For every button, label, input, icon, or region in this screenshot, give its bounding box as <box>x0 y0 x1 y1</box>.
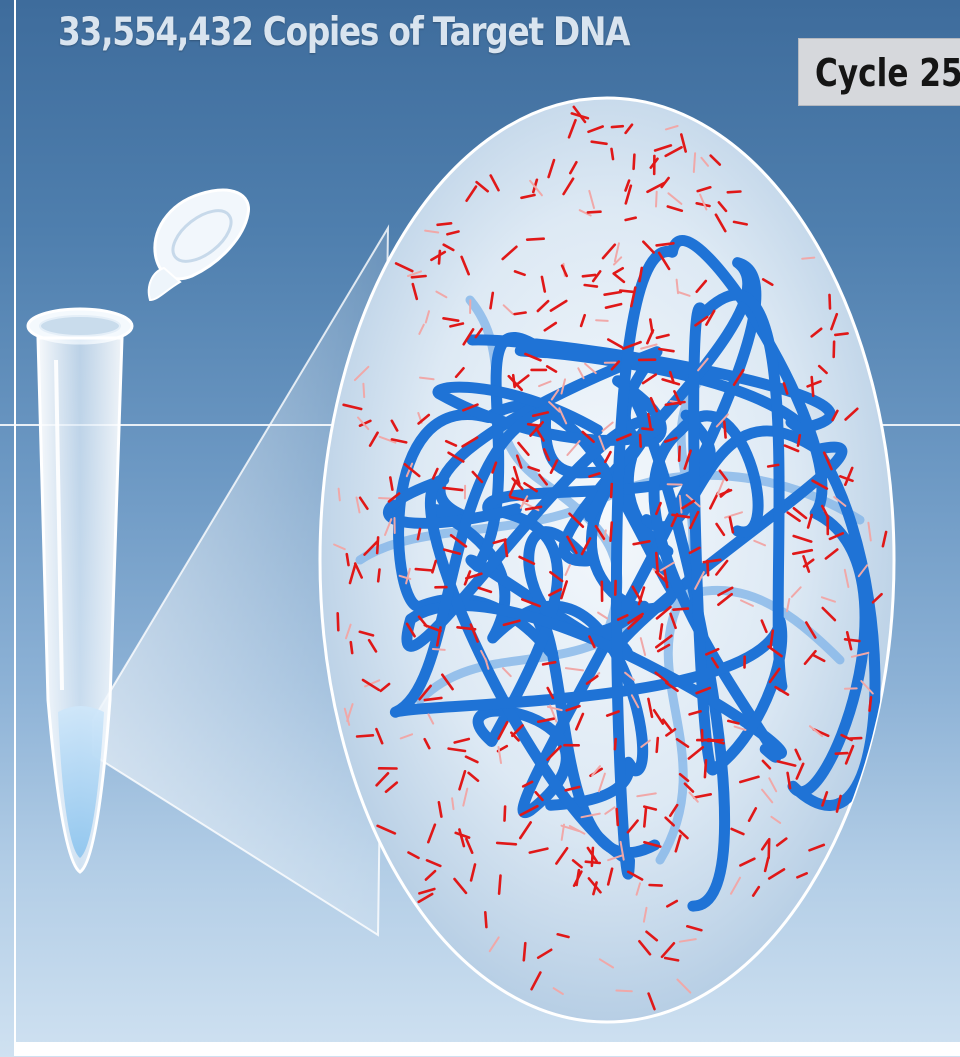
primer-fragment-icon <box>439 251 440 264</box>
primer-fragment-icon <box>836 753 848 754</box>
primer-fragment-icon <box>351 642 352 653</box>
primer-fragment-icon <box>505 807 506 821</box>
primer-fragment-icon <box>499 876 500 894</box>
primer-fragment-icon <box>656 192 657 207</box>
primer-fragment-icon <box>640 435 641 447</box>
primer-fragment-icon <box>596 320 608 321</box>
primer-fragment-icon <box>617 809 618 825</box>
primer-fragment-icon <box>583 275 595 276</box>
primer-fragment-icon <box>588 212 601 213</box>
primer-fragment-icon <box>707 561 708 575</box>
primer-fragment-icon <box>452 798 453 809</box>
primer-fragment-icon <box>616 991 631 992</box>
primer-fragment-icon <box>347 554 349 565</box>
primer-fragment-icon <box>642 429 652 430</box>
primer-fragment-icon <box>812 377 814 396</box>
cycle-badge: Cycle 25 <box>798 38 960 106</box>
primer-fragment-icon <box>798 435 800 445</box>
primer-fragment-icon <box>768 465 778 467</box>
page-title: 33,554,432 Copies of Target DNA <box>58 10 629 55</box>
primer-fragment-icon <box>357 735 373 736</box>
primer-fragment-icon <box>433 649 445 650</box>
primer-fragment-icon <box>679 447 680 461</box>
primer-fragment-icon <box>585 285 597 287</box>
primer-fragment-icon <box>620 291 632 292</box>
primer-fragment-icon <box>485 912 486 927</box>
primer-fragment-icon <box>694 153 695 172</box>
primer-fragment-icon <box>412 276 426 277</box>
primer-fragment-icon <box>611 523 612 541</box>
primer-fragment-icon <box>527 239 544 240</box>
primer-fragment-icon <box>612 126 623 127</box>
primer-fragment-icon <box>705 760 706 777</box>
magnified-view-lens <box>320 98 894 1022</box>
primer-fragment-icon <box>673 609 688 610</box>
primer-fragment-icon <box>644 808 646 826</box>
primer-fragment-icon <box>363 384 364 397</box>
primer-fragment-icon <box>677 280 678 294</box>
primer-fragment-icon <box>835 333 847 335</box>
primer-fragment-icon <box>438 223 452 225</box>
primer-fragment-icon <box>528 424 540 426</box>
primer-fragment-icon <box>377 537 378 553</box>
primer-fragment-icon <box>615 739 616 749</box>
primer-fragment-icon <box>802 258 814 259</box>
cycle-label: Cycle 25 <box>815 39 960 107</box>
primer-fragment-icon <box>524 943 526 960</box>
primer-fragment-icon <box>611 484 612 497</box>
primer-fragment-icon <box>724 422 725 438</box>
primer-fragment-icon <box>728 192 741 193</box>
primer-fragment-icon <box>650 885 662 886</box>
primer-fragment-icon <box>634 155 635 169</box>
primer-fragment-icon <box>515 313 526 315</box>
primer-fragment-icon <box>870 697 872 710</box>
primer-fragment-icon <box>769 839 770 858</box>
primer-fragment-icon <box>378 570 379 582</box>
primer-fragment-icon <box>592 848 593 866</box>
primer-fragment-icon <box>830 295 831 309</box>
primer-fragment-icon <box>497 843 516 844</box>
primer-fragment-icon <box>339 489 340 501</box>
primer-fragment-icon <box>850 738 861 739</box>
primer-fragment-icon <box>845 639 859 641</box>
primer-fragment-icon <box>338 613 339 630</box>
primer-fragment-icon <box>657 738 658 752</box>
primer-fragment-icon <box>416 569 433 570</box>
primer-fragment-icon <box>656 553 657 572</box>
primer-fragment-icon <box>612 149 614 159</box>
